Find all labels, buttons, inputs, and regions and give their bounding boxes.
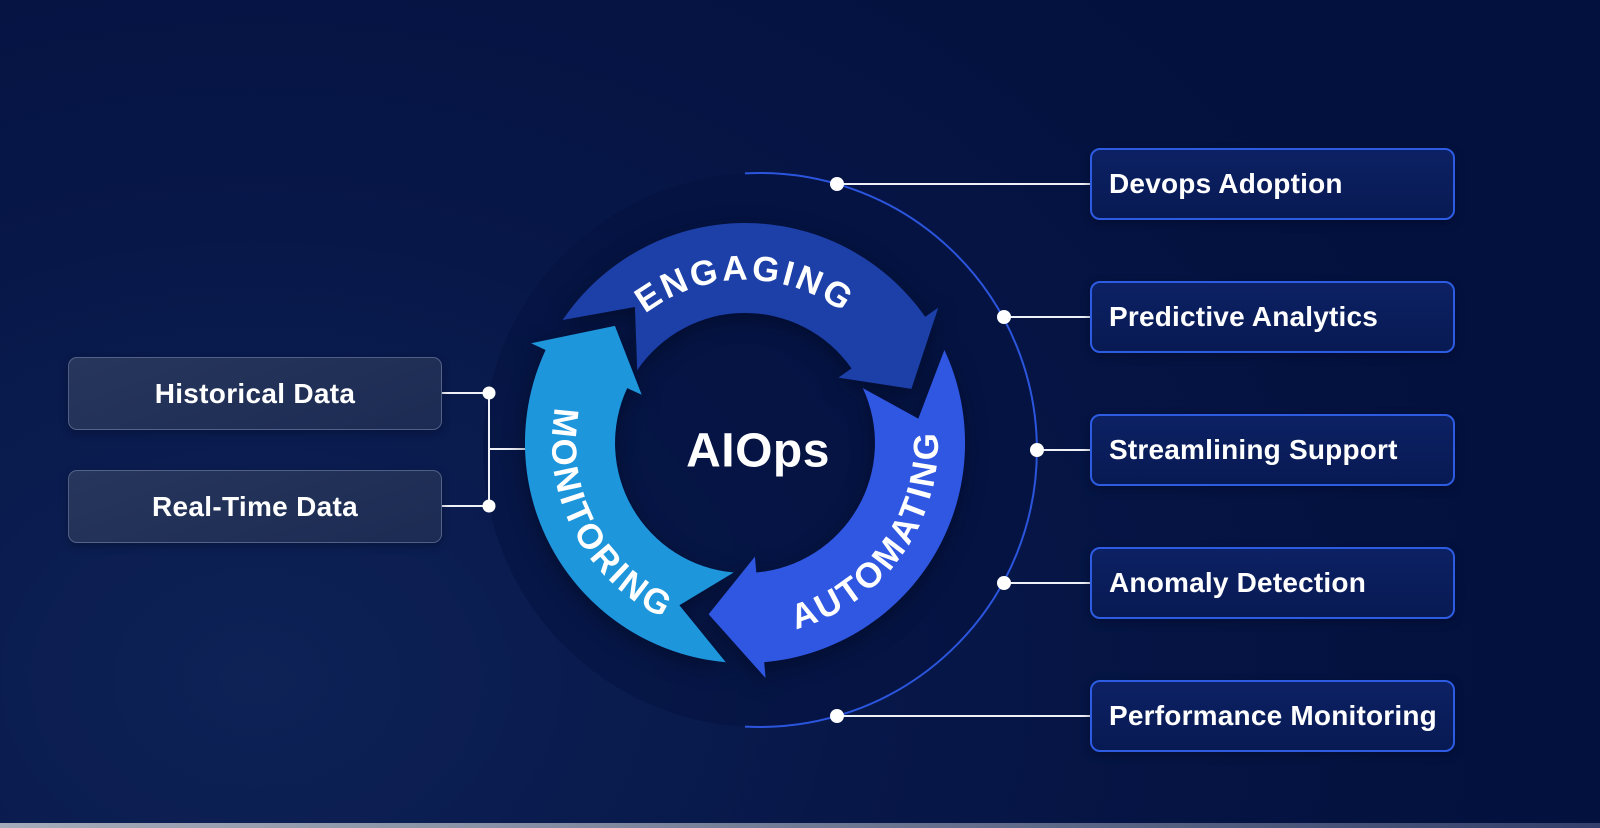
wheel-segment-automating (708, 350, 966, 679)
wheel-segments (524, 223, 966, 679)
input-box-label: Real-Time Data (152, 490, 358, 522)
wheel-segment-monitoring (524, 325, 734, 663)
connector-dot (997, 310, 1011, 324)
output-box-devops-adoption: Devops Adoption (1090, 148, 1455, 220)
connector-dot (1030, 443, 1044, 457)
input-box-real-time-data: Real-Time Data (68, 470, 442, 543)
input-box-historical-data: Historical Data (68, 357, 442, 430)
connector-dot (830, 177, 844, 191)
output-box-label: Performance Monitoring (1109, 700, 1437, 731)
output-box-label: Anomaly Detection (1109, 567, 1366, 598)
output-box-label: Devops Adoption (1109, 168, 1343, 199)
output-box-label: Predictive Analytics (1109, 301, 1379, 332)
connector-dot (997, 576, 1011, 590)
connector-dot (830, 709, 844, 723)
left-connectors (441, 392, 531, 507)
wheel-segment-engaging (562, 223, 939, 389)
input-box-label: Historical Data (154, 377, 356, 409)
output-box-predictive-analytics: Predictive Analytics (1090, 281, 1455, 353)
output-box-performance-monitoring: Performance Monitoring (1090, 680, 1455, 752)
right-connectors (837, 183, 1090, 717)
output-box-label: Streamlining Support (1109, 434, 1398, 465)
connector-dot (482, 499, 496, 513)
output-box-anomaly-detection: Anomaly Detection (1090, 547, 1455, 619)
connector-dot (482, 386, 496, 400)
wheel-center-title: AIOps (686, 425, 830, 478)
output-box-streamlining-support: Streamlining Support (1090, 414, 1455, 486)
bottom-edge-strip (0, 823, 1600, 828)
